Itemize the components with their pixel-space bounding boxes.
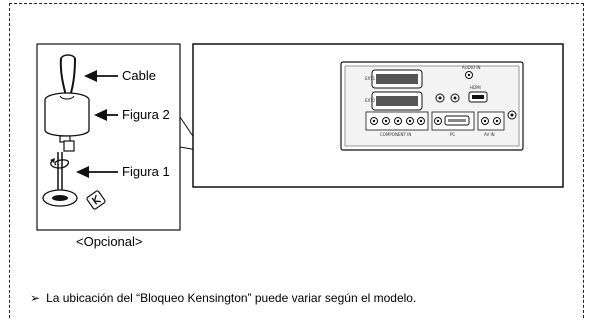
label-figure-2: Figura 2 xyxy=(122,107,170,122)
note-text: La ubicación del “Bloqueo Kensington” pu… xyxy=(46,291,417,305)
label-arrows xyxy=(76,70,118,178)
connector-panel: EXT1 EXT2 AUDIO IN HDMI COMPONENT IN PC xyxy=(340,61,524,151)
ext2-port-label: EXT2 xyxy=(365,98,376,103)
note-arrow-icon: ➢ xyxy=(30,291,41,305)
pc-port-label: PC xyxy=(450,132,455,137)
twist-arrow xyxy=(50,159,70,169)
hdmi-port-label: HDMI xyxy=(470,85,481,90)
audio-in-label: AUDIO IN xyxy=(462,65,481,70)
location-note: ➢ La ubicación del “Bloqueo Kensington” p… xyxy=(30,291,416,305)
lock-cylinder-body xyxy=(44,100,90,137)
label-figure-1: Figura 1 xyxy=(122,164,170,179)
component-label: COMPONENT IN xyxy=(380,132,411,137)
page-frame xyxy=(9,3,584,318)
av-port-label: AV IN xyxy=(484,132,495,137)
label-optional: <Opcional> xyxy=(76,234,143,249)
label-cable: Cable xyxy=(122,68,156,83)
ext1-port-label: EXT1 xyxy=(365,76,376,81)
kensington-logo-icon xyxy=(86,190,106,210)
